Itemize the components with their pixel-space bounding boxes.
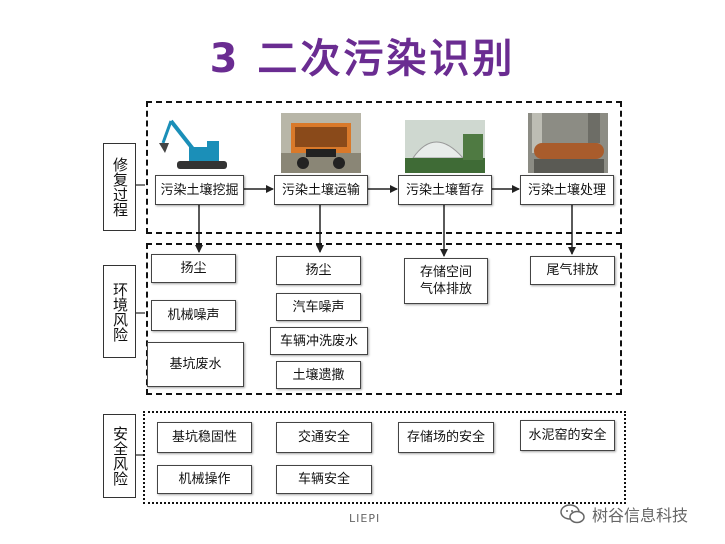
section-repair-process: 修复过程 [103,143,136,231]
dump-truck-photo [281,113,361,173]
safety-col3-storage: 存储场的安全 [398,422,494,453]
env-risk-frame [146,243,622,395]
safety-col2-vehicle: 车辆安全 [276,465,372,494]
safety-col1-machine: 机械操作 [157,465,252,494]
env-col2-dust: 扬尘 [276,256,361,285]
safety-risk-frame [143,411,626,504]
safety-col4-kiln: 水泥窑的安全 [520,420,615,451]
section-env-risk: 环境风险 [103,265,136,358]
env-col2-wash-water: 车辆冲洗废水 [270,327,368,355]
cement-kiln-photo [528,113,608,173]
watermark: 树谷信息科技 [560,502,688,526]
env-col1-dust: 扬尘 [151,254,236,283]
process-storage: 污染土壤暂存 [398,175,492,205]
process-frame [146,101,622,234]
env-col2-noise: 汽车噪声 [276,293,361,321]
process-treatment: 污染土壤处理 [520,175,614,205]
footer-text: LIEPI [349,512,381,525]
process-excavation: 污染土壤挖掘 [155,175,244,205]
env-col4-exhaust: 尾气排放 [530,256,615,285]
section-safety-risk: 安全风险 [103,414,136,498]
env-col2-spill: 土壤遗撒 [276,361,361,389]
watermark-text: 树谷信息科技 [592,506,689,525]
storage-shed-photo [405,120,485,173]
env-col1-noise: 机械噪声 [151,300,236,331]
env-col1-wastewater: 基坑废水 [147,342,244,387]
safety-col1-stability: 基坑稳固性 [157,422,252,453]
process-transport: 污染土壤运输 [274,175,368,205]
excavator-photo [157,113,237,173]
page-title: 3 二次污染识别 [209,36,516,82]
safety-col2-traffic: 交通安全 [276,422,372,453]
env-col3-gas: 存储空间气体排放 [404,258,488,304]
wechat-icon [560,503,586,525]
